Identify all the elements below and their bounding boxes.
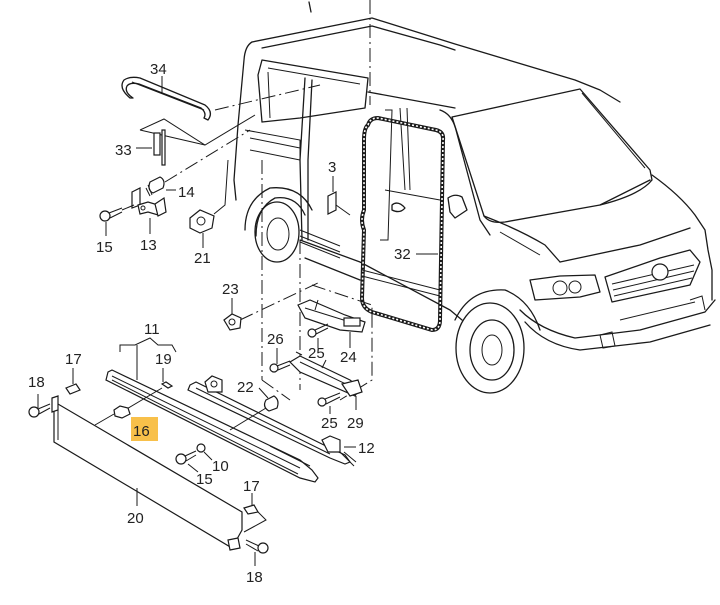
- part-18-screw-upper[interactable]: [28, 403, 51, 418]
- callout-25-lower[interactable]: 25: [321, 415, 338, 432]
- part-25-bolt-upper[interactable]: [307, 323, 329, 338]
- callout-33[interactable]: 33: [115, 142, 132, 159]
- dash-line-23: [239, 281, 321, 321]
- highlight-16: [131, 417, 158, 441]
- part-18-screw-lower[interactable]: [245, 539, 269, 554]
- callout-25-upper[interactable]: 25: [308, 345, 325, 362]
- part-11-rail-assembly[interactable]: [105, 369, 357, 483]
- part-34-seal-strip[interactable]: [121, 76, 212, 121]
- leader-17-lower-axis: [243, 511, 267, 533]
- part-3-bracket[interactable]: [327, 191, 337, 215]
- part-17-clip-lower[interactable]: [243, 504, 259, 515]
- part-16-stop-buffer[interactable]: [113, 405, 131, 419]
- callout-32[interactable]: 32: [394, 246, 411, 263]
- callout-13[interactable]: 13: [140, 237, 157, 254]
- part-15-bolt-upper[interactable]: [99, 207, 123, 222]
- callout-24[interactable]: 24: [340, 349, 357, 366]
- part-20-rail-cover[interactable]: [51, 395, 243, 551]
- van-body[interactable]: [233, 17, 716, 394]
- callout-12[interactable]: 12: [358, 440, 375, 457]
- small-tick: [295, 351, 303, 356]
- part-29-lower-guide[interactable]: [289, 355, 363, 397]
- callout-10[interactable]: 10: [212, 458, 229, 475]
- part-26-screw[interactable]: [269, 360, 291, 373]
- leader-34b: [214, 84, 321, 111]
- callout-3[interactable]: 3: [328, 159, 336, 176]
- part-21-cover-plate[interactable]: [189, 209, 215, 234]
- callout-17-upper[interactable]: 17: [65, 351, 82, 368]
- callout-21[interactable]: 21: [194, 250, 211, 267]
- callout-18-upper[interactable]: 18: [28, 374, 45, 391]
- callout-23[interactable]: 23: [222, 281, 239, 298]
- leader-10: [203, 451, 213, 461]
- part-22-buffer[interactable]: [263, 395, 279, 412]
- callout-20[interactable]: 20: [127, 510, 144, 527]
- part-10-washer[interactable]: [196, 443, 206, 453]
- part-13-bracket[interactable]: [131, 187, 167, 217]
- leader-22-axis: [229, 407, 267, 431]
- callout-18-lower[interactable]: 18: [246, 569, 263, 586]
- part-17-clip-upper[interactable]: [65, 383, 81, 395]
- leader-15-lower: [187, 463, 199, 473]
- leader-22: [258, 387, 269, 399]
- part-19-pin[interactable]: [160, 381, 174, 389]
- callout-22[interactable]: 22: [237, 379, 254, 396]
- leader-16-axis: [94, 413, 115, 426]
- callout-17-lower[interactable]: 17: [243, 478, 260, 495]
- part-33-retainer[interactable]: [139, 114, 256, 166]
- callout-29[interactable]: 29: [347, 415, 364, 432]
- part-24-guide[interactable]: [297, 299, 366, 333]
- leader-15-axis: [121, 204, 135, 211]
- callout-19[interactable]: 19: [155, 351, 172, 368]
- leader-21-axis: [213, 159, 229, 215]
- part-14-buffer[interactable]: [145, 176, 165, 197]
- part-25-bolt-lower[interactable]: [317, 392, 341, 407]
- dash-line-c: [261, 379, 291, 401]
- callout-34[interactable]: 34: [150, 61, 167, 78]
- callout-16[interactable]: 16: [133, 423, 150, 440]
- callout-15-upper[interactable]: 15: [96, 239, 113, 256]
- part-23-grommet[interactable]: [223, 313, 242, 331]
- callout-14[interactable]: 14: [178, 184, 195, 201]
- bracket-11: [119, 337, 177, 353]
- small-mark: [308, 1, 312, 13]
- callout-26[interactable]: 26: [267, 331, 284, 348]
- leader-3b: [335, 204, 351, 216]
- callout-11[interactable]: 11: [144, 321, 160, 338]
- callout-15-lower[interactable]: 15: [196, 471, 213, 488]
- leader-14-axis: [164, 129, 251, 183]
- part-15-bolt-lower[interactable]: [175, 450, 197, 465]
- leader-19-axis: [124, 387, 163, 411]
